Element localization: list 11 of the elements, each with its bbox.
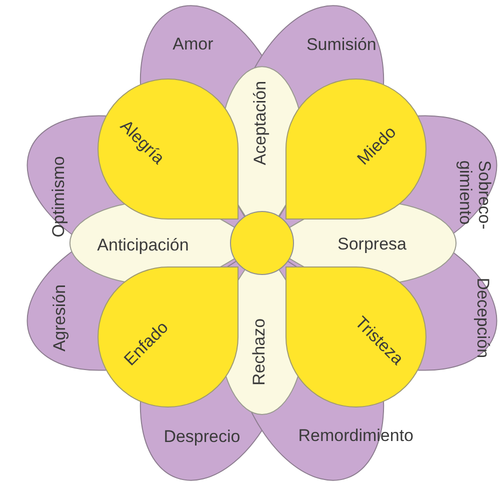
petal-label: Amor	[172, 36, 214, 54]
petal-label: Anticipación	[97, 236, 189, 256]
petal-label: Sorpresa	[338, 236, 406, 254]
petal-label: Sumisión	[307, 36, 377, 54]
petal-label: Aceptación	[252, 80, 270, 166]
petal-label: Desprecio	[164, 428, 240, 446]
petal-label: Decepción	[472, 278, 492, 358]
petal-label: Sobreco- gimiento	[455, 160, 493, 230]
petal-label: Optimismo	[50, 156, 70, 238]
petal-label: Agresión	[50, 284, 70, 352]
petal-label: Rechazo	[250, 318, 270, 386]
